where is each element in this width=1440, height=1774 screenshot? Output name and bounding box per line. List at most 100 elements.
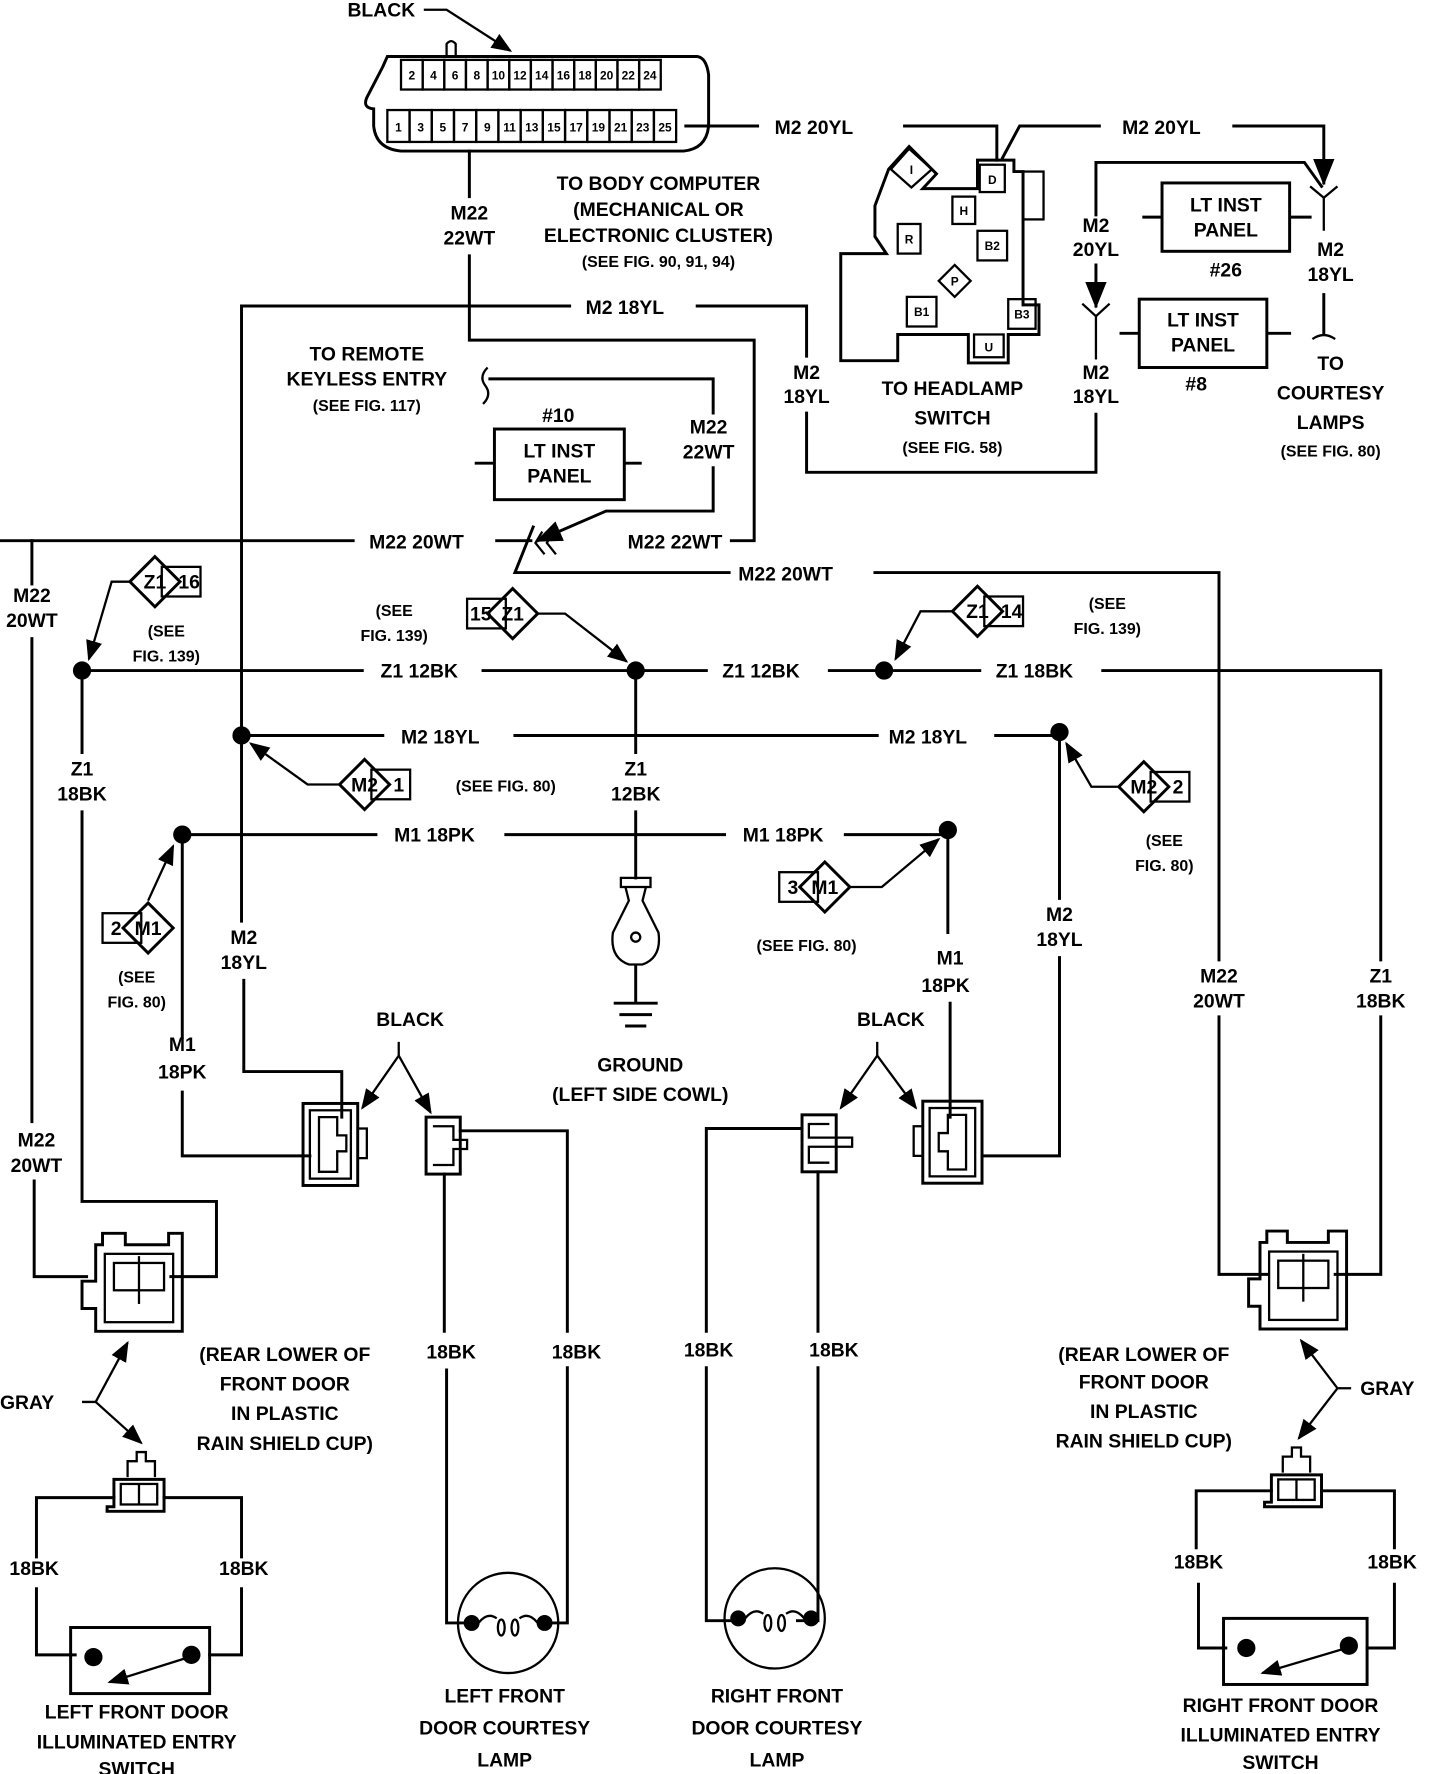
connector-pin: 19 [586,108,611,144]
svg-text:7: 7 [462,121,469,135]
connector-pin: 12 [508,58,533,91]
svg-text:18YL: 18YL [1036,929,1082,951]
svg-text:M2: M2 [793,362,820,384]
svg-text:DOOR COURTESY: DOOR COURTESY [419,1718,590,1740]
svg-text:18BK: 18BK [1356,991,1406,1013]
ground-icon [613,965,658,1028]
svg-text:FRONT DOOR: FRONT DOOR [1079,1371,1209,1393]
svg-text:19: 19 [592,121,606,135]
svg-text:3: 3 [788,877,799,899]
svg-text:ILLUMINATED ENTRY: ILLUMINATED ENTRY [1180,1724,1380,1746]
svg-text:M2 18YL: M2 18YL [401,726,480,748]
svg-text:(REAR LOWER OF: (REAR LOWER OF [1058,1344,1229,1366]
connector-pin: 25 [652,108,678,144]
svg-text:18BK: 18BK [1174,1551,1224,1573]
connector-latch [445,39,457,57]
connector-pin: 4 [421,58,446,91]
right-door-lamp-connector [800,1113,854,1174]
svg-text:12: 12 [513,68,527,82]
svg-text:GRAY: GRAY [0,1392,54,1414]
left-switch-connector [105,1450,166,1513]
splice-diamond-icon [950,584,1005,639]
svg-text:RAIN SHIELD CUP): RAIN SHIELD CUP) [197,1433,373,1455]
lt-inst-panel-8: LT INST PANEL #8 [1119,297,1292,395]
svg-text:(REAR LOWER OF: (REAR LOWER OF [199,1344,370,1366]
splice-leader [86,580,130,662]
courtesy-lamps-label: TO COURTESY LAMPS (SEE FIG. 80) [1277,353,1385,461]
svg-text:IN PLASTIC: IN PLASTIC [231,1403,339,1425]
svg-text:2: 2 [409,68,416,82]
connector-pin: 22 [616,58,641,91]
svg-text:20WT: 20WT [1193,991,1245,1013]
svg-text:LAMP: LAMP [750,1749,805,1771]
svg-text:(MECHANICAL OR: (MECHANICAL OR [573,199,744,221]
svg-text:18YL: 18YL [1073,386,1119,408]
black-arrow [423,8,513,52]
right-switch-connector [1263,1446,1323,1509]
svg-text:M1 18PK: M1 18PK [394,824,475,846]
svg-text:Z1 18BK: Z1 18BK [996,660,1073,682]
left-door-harness-connector [80,1231,184,1333]
svg-text:2: 2 [111,918,122,940]
svg-text:(SEE FIG. 80): (SEE FIG. 80) [1281,443,1381,460]
svg-text:BLACK: BLACK [376,1009,444,1031]
svg-text:(SEE FIG. 80): (SEE FIG. 80) [456,778,556,795]
svg-text:GRAY: GRAY [1360,1378,1414,1400]
svg-text:M2: M2 [1082,362,1109,384]
svg-text:H: H [959,204,968,218]
svg-text:10: 10 [492,68,506,82]
connector-pin: 1 [386,108,411,144]
svg-text:Z1: Z1 [144,572,167,594]
svg-text:18PK: 18PK [158,1061,206,1083]
svg-text:IN PLASTIC: IN PLASTIC [1090,1401,1198,1423]
splice-diamond-icon [337,757,392,812]
right-courtesy-lamp [723,1567,826,1670]
splice-diamond-icon [127,554,183,609]
svg-text:ELECTRONIC CLUSTER): ELECTRONIC CLUSTER) [544,225,773,247]
wire-label: M2 20YL [1122,117,1201,139]
svg-text:2: 2 [1173,777,1184,799]
svg-text:M1: M1 [169,1034,196,1056]
right-illuminated-entry-switch [1222,1616,1369,1686]
connector-symbol [1081,302,1111,360]
right-lamp-label: RIGHT FRONT DOOR COURTESY LAMP [691,1686,862,1772]
svg-text:12BK: 12BK [611,783,661,805]
connector-pin: 11 [497,108,522,144]
svg-text:M22: M22 [451,202,489,224]
lt-inst-panel-10: #10 LT INST PANEL [474,405,642,502]
svg-text:M22 20WT: M22 20WT [369,532,464,554]
svg-text:FIG. 139): FIG. 139) [1074,621,1141,638]
svg-text:RAIN SHIELD CUP): RAIN SHIELD CUP) [1056,1431,1232,1453]
right-door-harness-connector [1247,1229,1349,1331]
svg-text:14: 14 [1001,601,1023,623]
svg-text:KEYLESS ENTRY: KEYLESS ENTRY [287,369,448,391]
svg-text:B2: B2 [985,239,1001,253]
connector-pin: 13 [519,108,544,144]
svg-text:B3: B3 [1014,308,1030,322]
svg-text:Z1: Z1 [1369,966,1392,988]
right-switch-label: RIGHT FRONT DOOR ILLUMINATED ENTRY SWITC… [1180,1695,1380,1774]
svg-text:GROUND: GROUND [597,1055,683,1077]
svg-text:LT INST: LT INST [524,441,596,463]
svg-text:M1 18PK: M1 18PK [743,824,824,846]
svg-text:Z1: Z1 [71,758,94,780]
svg-text:B1: B1 [914,305,930,319]
connector-pin: 2 [399,58,424,91]
filament-icon [496,1618,506,1637]
svg-text:M1: M1 [135,918,162,940]
svg-text:18BK: 18BK [219,1558,269,1580]
svg-text:(SEE FIG. 58): (SEE FIG. 58) [902,440,1002,457]
left-lamp-label: LEFT FRONT DOOR COURTESY LAMP [419,1686,590,1772]
ground-eyelet [611,876,661,1028]
left-illuminated-entry-switch [69,1626,212,1696]
connector-pin: 20 [594,58,619,91]
svg-text:18BK: 18BK [552,1342,602,1364]
svg-text:RIGHT FRONT DOOR: RIGHT FRONT DOOR [1183,1695,1379,1717]
connector-symbol [1309,185,1339,231]
svg-text:M22: M22 [13,585,51,607]
svg-text:SWITCH: SWITCH [1242,1752,1318,1774]
svg-text:5: 5 [440,121,447,135]
